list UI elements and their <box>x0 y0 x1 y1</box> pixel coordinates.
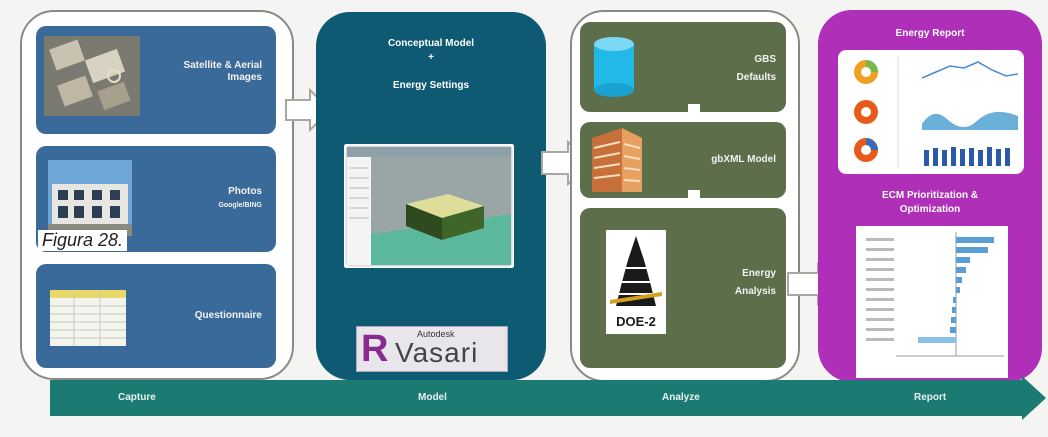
energy-report-thumbnail <box>838 50 1024 174</box>
figure-caption: Figura 28. <box>38 230 128 251</box>
energy-label-line2: Analysis <box>734 286 776 297</box>
satellite-image <box>44 36 140 116</box>
energy-analysis-box: DOE-2 Energy Analysis <box>580 208 786 368</box>
arrow-gbs-to-gbxml <box>681 104 707 129</box>
phase-label-report: Report <box>914 392 947 403</box>
questionnaire-label: Questionnaire <box>194 310 262 321</box>
model-title-line2: Energy Settings <box>392 80 470 91</box>
phase-arrow <box>50 376 1046 420</box>
gbs-defaults-box: GBS Defaults <box>580 22 786 112</box>
ecm-title-line2: Optimization <box>899 204 961 215</box>
database-icon <box>594 37 634 97</box>
model-title-line1: Conceptual Model <box>387 38 475 49</box>
doe2-logo <box>606 230 666 334</box>
model-title-plus: + <box>428 52 434 63</box>
arrow-gbxml-to-energy <box>681 190 707 215</box>
vasari-logo-letter: R <box>361 328 389 370</box>
phase-label-capture: Capture <box>118 392 156 403</box>
questionnaire-sheet-icon <box>50 290 126 346</box>
vasari-logo-main: Vasari <box>395 337 479 368</box>
satellite-label: Satellite & Aerial Images <box>183 60 262 83</box>
questionnaire-box: Questionnaire <box>36 264 276 368</box>
gbs-label-line2: Defaults <box>736 72 776 83</box>
phase-label-model: Model <box>418 392 447 403</box>
phase-label-analyze: Analyze <box>662 392 700 403</box>
building-photo <box>48 160 132 236</box>
photos-sublabel: Google/BING <box>218 202 262 209</box>
report-title: Energy Report <box>895 28 965 39</box>
ecm-title-line1: ECM Prioritization & <box>881 190 979 201</box>
gbs-label-line1: GBS <box>754 54 776 65</box>
satellite-box: Satellite & Aerial Images <box>36 26 276 134</box>
gbxml-label: gbXML Model <box>711 154 776 165</box>
vasari-logo-top: Autodesk <box>417 329 455 339</box>
gbxml-box: gbXML Model <box>580 122 786 198</box>
photos-label: Photos <box>228 186 262 197</box>
ecm-chart-thumbnail <box>856 226 1008 378</box>
energy-label-line1: Energy <box>742 268 776 279</box>
doe2-label: DOE-2 <box>616 314 656 329</box>
vasari-logo: R Autodesk Vasari <box>356 326 508 372</box>
gbxml-building-icon <box>592 128 642 192</box>
vasari-screenshot <box>344 144 514 268</box>
